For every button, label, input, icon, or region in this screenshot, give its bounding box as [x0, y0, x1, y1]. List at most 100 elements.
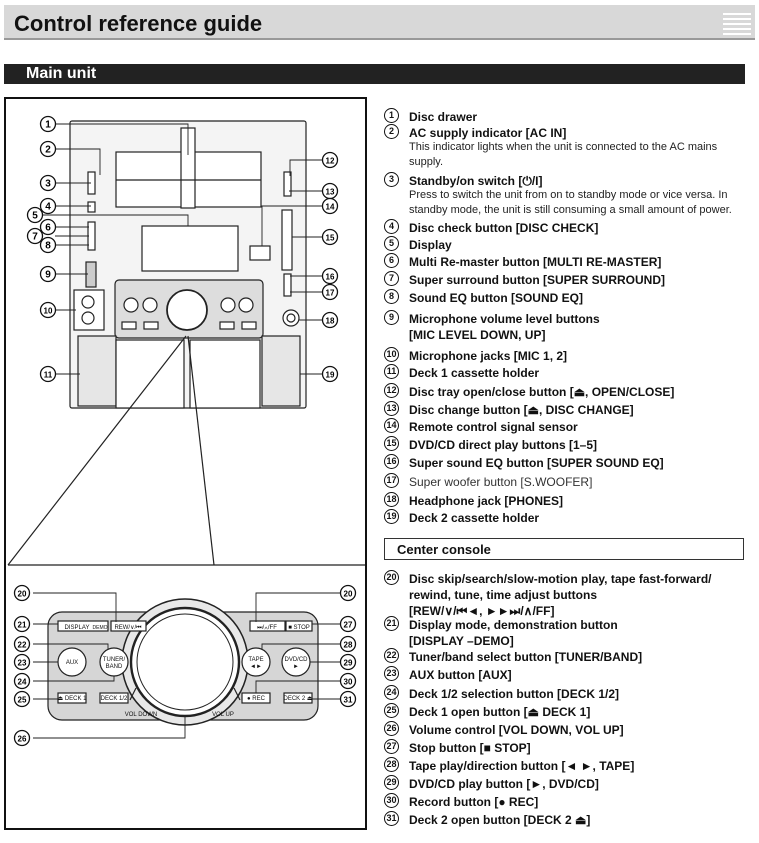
console-volup-label: VOL UP — [212, 712, 234, 718]
item-label: Tuner/band select button [TUNER/BAND] — [409, 650, 643, 664]
item-label: Tape play/direction button [◄ ►, TAPE] — [409, 759, 635, 773]
item-number: 21 — [384, 616, 399, 631]
console-play-label: ► — [293, 664, 299, 670]
item-label: Disc tray open/close button [⏏, OPEN/CLO… — [409, 385, 675, 399]
item-number: 14 — [384, 418, 399, 433]
item-number: 9 — [384, 310, 399, 325]
callout-circle — [339, 672, 357, 690]
callout-number: 6 — [45, 223, 51, 234]
item-label: Disc skip/search/slow-motion play, tape … — [409, 572, 712, 618]
item-number: 17 — [384, 473, 399, 488]
console-rew-label: REW/∨/⏮ — [114, 625, 142, 631]
callout-number: 23 — [18, 659, 27, 668]
callout-number: 11 — [44, 371, 53, 380]
callout-number: 21 — [18, 621, 27, 630]
item-number: 23 — [384, 666, 399, 681]
item-label: Record button [● REC] — [409, 795, 539, 809]
item-number: 13 — [384, 401, 399, 416]
item-number: 16 — [384, 454, 399, 469]
item-label: Disc change button [⏏, DISC CHANGE] — [409, 403, 634, 417]
callout-number: 9 — [45, 270, 51, 281]
item-label: Disc drawer — [409, 110, 478, 124]
item-number: 28 — [384, 757, 399, 772]
item-number: 1 — [384, 108, 399, 123]
item-label: Disc check button [DISC CHECK] — [409, 221, 599, 235]
callout-circle — [321, 197, 339, 215]
item-number: 24 — [384, 685, 399, 700]
callout-number: 7 — [32, 232, 38, 243]
console-demo-label: DEMO — [93, 625, 108, 631]
callout-circle — [39, 115, 57, 133]
callout-circle — [13, 672, 31, 690]
callout-circle — [339, 690, 357, 708]
item-label: Deck 2 open button [DECK 2 ⏏] — [409, 813, 591, 827]
callout-number: 5 — [32, 211, 38, 222]
item-label: Multi Re-master button [MULTI RE-MASTER] — [409, 255, 662, 269]
item-description: Press to switch the unit from on to stan… — [409, 189, 732, 216]
callout-number: 20 — [18, 590, 27, 599]
callout-circle — [13, 615, 31, 633]
callout-circle — [39, 365, 57, 383]
callout-circle — [13, 635, 31, 653]
item-number: 26 — [384, 721, 399, 736]
item-number: 29 — [384, 775, 399, 790]
item-number: 8 — [384, 289, 399, 304]
callout-number: 10 — [44, 307, 53, 316]
item-description: This indicator lights when the unit is c… — [409, 141, 718, 168]
item-label: Deck 1 open button [⏏ DECK 1] — [409, 705, 591, 719]
callout-circle — [339, 653, 357, 671]
callout-circle — [13, 584, 31, 602]
item-label: DVD/CD direct play buttons [1–5] — [409, 438, 598, 452]
item-number: 2 — [384, 124, 399, 139]
item-number: 4 — [384, 219, 399, 234]
item-label: AC supply indicator [AC IN] — [409, 126, 567, 140]
item-label: Super sound EQ button [SUPER SOUND EQ] — [409, 456, 664, 470]
item-label: Deck 2 cassette holder — [409, 511, 540, 525]
callout-circle — [13, 690, 31, 708]
callout-number: 26 — [18, 735, 27, 744]
callout-circle — [321, 228, 339, 246]
callout-number: 1 — [45, 120, 51, 131]
item-number: 5 — [384, 236, 399, 251]
callout-number: 19 — [326, 371, 335, 380]
item-label: Display — [409, 238, 452, 252]
display-window — [141, 225, 239, 272]
callout-circle — [339, 615, 357, 633]
callout-number: 2 — [45, 145, 51, 156]
item-label: Headphone jack [PHONES] — [409, 494, 564, 508]
callout-circle — [321, 267, 339, 285]
console-deck1-label: ⏏ DECK 1 — [57, 696, 87, 702]
remote-sensor — [249, 245, 271, 261]
callout-circle — [339, 635, 357, 653]
section-header: Main unit — [4, 64, 745, 84]
item-label: Super woofer button [S.WOOFER] — [409, 475, 593, 489]
callout-number: 28 — [344, 641, 353, 650]
console-deck2-label: DECK 2 ⏏ — [283, 696, 312, 702]
console-display-label: DISPLAY — [65, 625, 90, 631]
callout-circle — [321, 365, 339, 383]
callout-number: 8 — [45, 241, 51, 252]
section-title: Main unit — [26, 65, 97, 82]
console-rec-label: ● REC — [247, 696, 266, 702]
console-ff-label: ⏭/∧/FF — [257, 625, 277, 631]
console-dvdcd-label: DVD/CD — [284, 657, 308, 663]
center-console-title: Center console — [397, 542, 491, 557]
callout-number: 27 — [344, 621, 353, 630]
callout-number: 30 — [344, 678, 353, 687]
item-label: Standby/on switch [⏻/I] — [409, 174, 543, 188]
item-number: 6 — [384, 253, 399, 268]
item-number: 25 — [384, 703, 399, 718]
console-enlarged — [47, 598, 319, 726]
callout-circle — [39, 236, 57, 254]
item-label: Remote control signal sensor — [409, 420, 578, 434]
item-label: Sound EQ button [SOUND EQ] — [409, 291, 583, 305]
item-label: Deck 1 cassette holder — [409, 366, 540, 380]
console-aux-label: AUX — [66, 660, 78, 666]
item-number: 12 — [384, 383, 399, 398]
item-number: 18 — [384, 492, 399, 507]
callout-number: 15 — [326, 234, 335, 243]
callout-number: 17 — [326, 289, 335, 298]
item-number: 19 — [384, 509, 399, 524]
